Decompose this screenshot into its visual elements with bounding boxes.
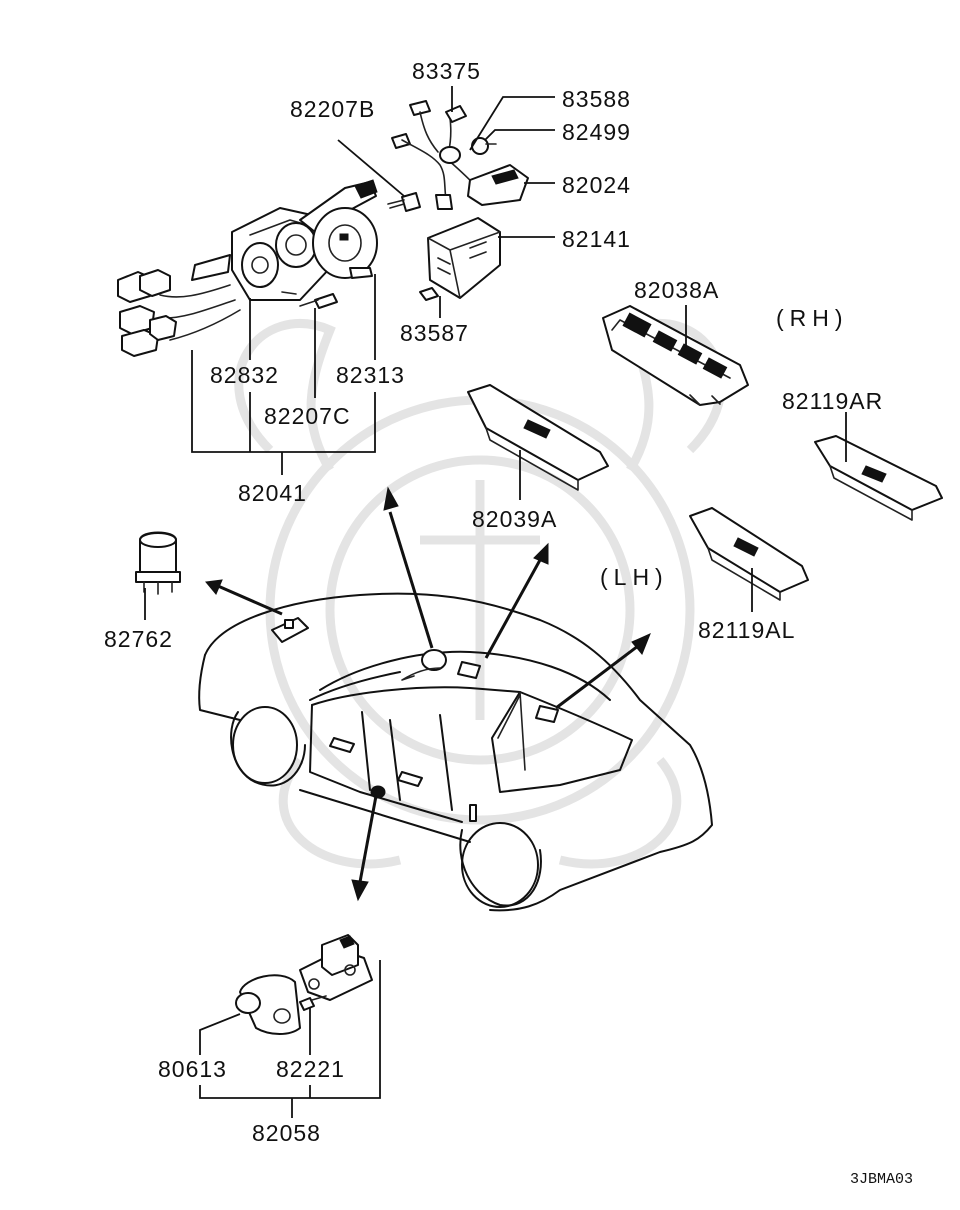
main-window-switch-82038a bbox=[602, 305, 749, 406]
label-left-hand: (LH) bbox=[600, 564, 669, 590]
label-82762: 82762 bbox=[104, 626, 173, 652]
label-82207b: 82207B bbox=[290, 96, 376, 122]
door-switch-assembly bbox=[235, 934, 373, 1035]
label-82221: 82221 bbox=[276, 1056, 345, 1082]
harness-83375 bbox=[391, 100, 481, 210]
label-82039a: 82039A bbox=[472, 506, 558, 532]
label-82313: 82313 bbox=[336, 362, 405, 388]
relay-82762 bbox=[135, 531, 181, 595]
label-82038a: 82038A bbox=[634, 277, 720, 303]
label-82119al: 82119AL bbox=[698, 617, 796, 643]
label-83588: 83588 bbox=[562, 86, 631, 112]
label-82024: 82024 bbox=[562, 172, 631, 198]
label-83587: 83587 bbox=[400, 320, 469, 346]
leader-lines bbox=[144, 86, 847, 1118]
car-body bbox=[198, 592, 713, 912]
label-83375: 83375 bbox=[412, 58, 481, 84]
label-82119ar: 82119AR bbox=[782, 388, 884, 414]
label-82832: 82832 bbox=[210, 362, 279, 388]
label-right-hand: (RH) bbox=[776, 305, 849, 331]
window-switch-82039a bbox=[467, 384, 609, 491]
location-arrows bbox=[205, 486, 651, 902]
label-82058: 82058 bbox=[252, 1120, 321, 1146]
nut-83587 bbox=[419, 287, 439, 301]
combination-switch-assembly bbox=[117, 179, 378, 357]
window-switch-82119ar bbox=[814, 435, 943, 521]
control-unit-82141 bbox=[427, 217, 501, 299]
label-82499: 82499 bbox=[562, 119, 631, 145]
clip-83588 bbox=[439, 146, 461, 164]
screw-82207b bbox=[387, 192, 421, 212]
diagram-code: 3JBMA03 bbox=[850, 1171, 914, 1188]
label-82141: 82141 bbox=[562, 226, 631, 252]
label-80613: 80613 bbox=[158, 1056, 227, 1082]
window-switch-82119al bbox=[689, 507, 809, 601]
switch-82024 bbox=[467, 164, 529, 206]
label-82041: 82041 bbox=[238, 480, 307, 506]
label-82207c: 82207C bbox=[264, 403, 351, 429]
